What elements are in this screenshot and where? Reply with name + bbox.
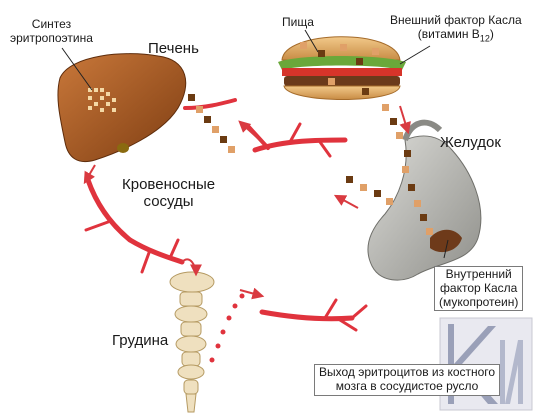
erythrocyte-exit-label: Выход эритроцитов из костного мозга в со… <box>314 364 500 396</box>
sternum-label: Грудина <box>112 332 168 349</box>
synthesis-label-line2: эритропоэтина <box>10 32 93 46</box>
extrinsic-pointer-line <box>400 46 430 64</box>
extrinsic-factor-label: Внешний фактор Касла (витамин В12) <box>390 14 522 44</box>
stomach-label: Желудок <box>440 134 501 151</box>
extrinsic-factor-line2-post: ) <box>490 27 494 41</box>
liver-label: Печень <box>148 40 199 57</box>
extrinsic-factor-line1: Внешний фактор Касла <box>390 14 522 28</box>
intrinsic-factor-label: Внутренний фактор Касла (мукопротеин) <box>434 266 523 311</box>
intrinsic-factor-line2: фактор Касла <box>439 282 518 296</box>
synthesis-label-line1: Синтез <box>10 18 93 32</box>
erythrocyte-exit-line2: мозга в сосудистое русло <box>319 380 495 394</box>
intrinsic-factor-line1: Внутренний <box>439 268 518 282</box>
arrow-vessels-to-liver <box>240 122 262 142</box>
extrinsic-factor-line2-pre: (витамин В <box>418 27 480 41</box>
erythrocyte-dots <box>210 294 245 363</box>
arrow-stomach-to-vessels <box>336 196 358 208</box>
vessel-b12-particles <box>188 94 393 205</box>
extrinsic-factor-line2: (витамин В12) <box>390 28 522 44</box>
vessels-label: Кровеносные сосуды <box>122 176 215 211</box>
erythrocyte-exit-line1: Выход эритроцитов из костного <box>319 366 495 380</box>
arrow-food-to-stomach <box>400 106 408 132</box>
vessels-label-line1: Кровеносные <box>122 176 215 193</box>
synthesis-label: Синтез эритропоэтина <box>10 18 93 46</box>
extrinsic-factor-subscript: 12 <box>480 33 490 43</box>
intrinsic-factor-line3: (мукопротеин) <box>439 296 518 310</box>
food-label: Пища <box>282 16 314 30</box>
sternum-illustration <box>170 272 214 412</box>
vessels-label-line2: сосуды <box>122 193 215 210</box>
